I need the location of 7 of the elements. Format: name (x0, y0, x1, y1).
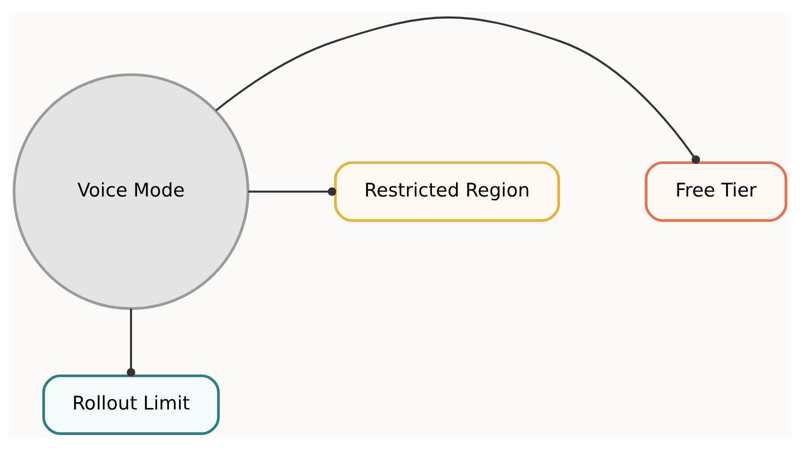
node-box: Free Tier (644, 160, 788, 222)
connector (248, 186, 336, 196)
connector (215, 16, 700, 164)
connector (126, 308, 136, 376)
node-box: Rollout Limit (42, 374, 220, 434)
node-box: Restricted Region (334, 160, 560, 222)
node-circle: Voice Mode (12, 72, 250, 310)
